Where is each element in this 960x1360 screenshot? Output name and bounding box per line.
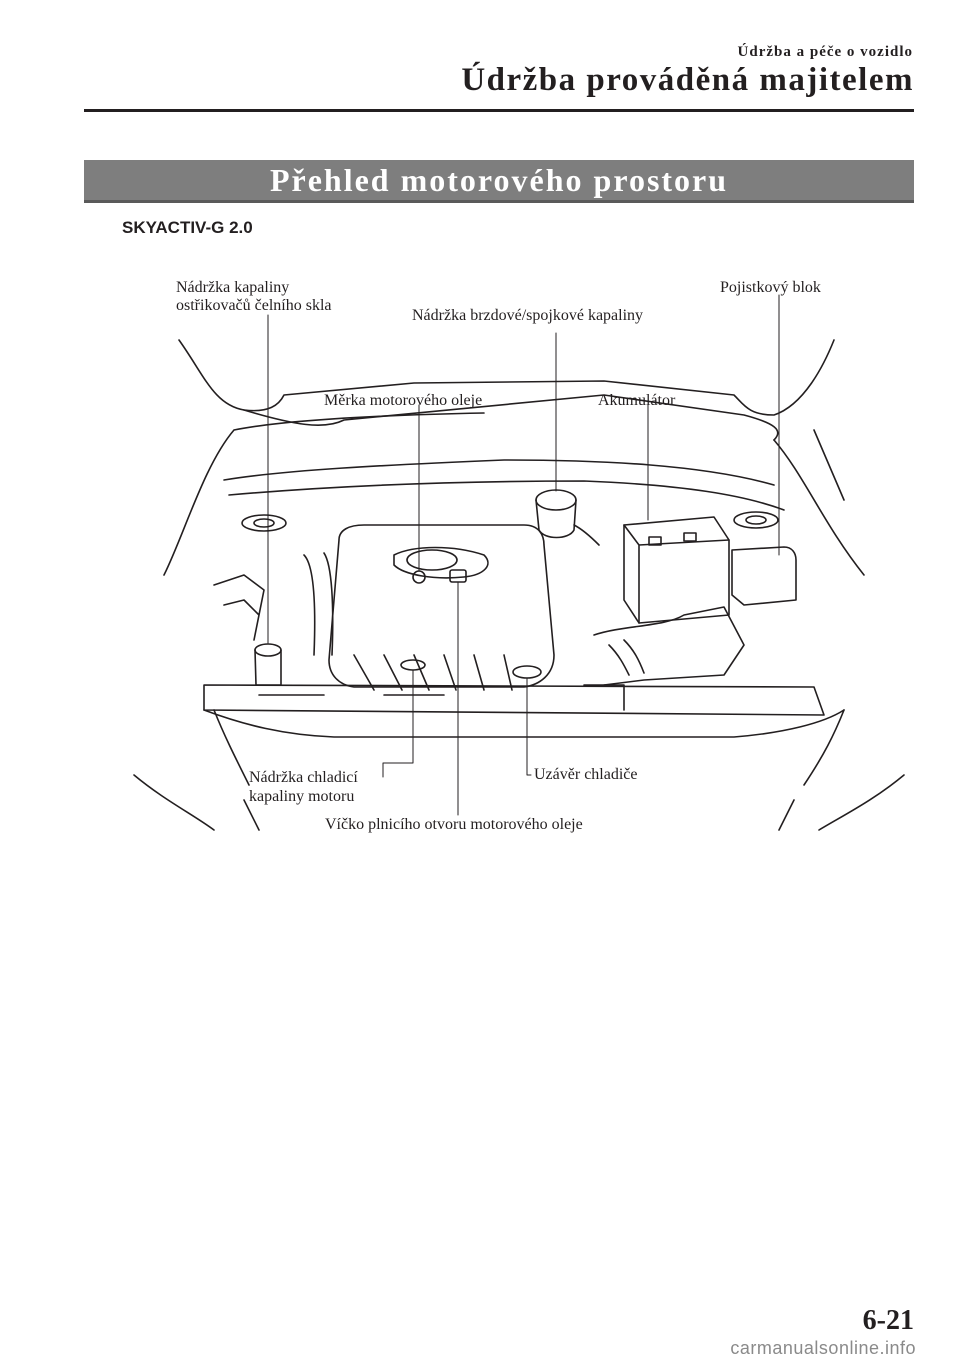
oil-filler-cap-marker (449, 569, 467, 583)
header-rule (84, 109, 914, 112)
label-fuse-block: Pojistkový blok (720, 279, 821, 296)
air-intake-duct (593, 606, 745, 686)
label-radiator-cap: Uzávěr chladiče (534, 766, 638, 783)
left-fender (163, 412, 485, 576)
section-title: Údržba prováděná majitelem (461, 62, 914, 98)
chapter-label: Údržba a péče o vozidlo (737, 44, 913, 60)
cowl-inner (228, 480, 785, 511)
brake-reservoir-cap (535, 489, 577, 511)
engine-compartment-illustration (133, 294, 905, 831)
right-strut-tower (733, 511, 779, 529)
label-oil-filler-cap: Víčko plnicího otvoru motorového oleje (325, 816, 583, 833)
label-washer-tank-2: ostřikovačů čelního skla (176, 297, 332, 314)
oil-dipstick-marker (412, 570, 426, 584)
left-strut-tower (241, 514, 287, 532)
radiator-cap-marker (512, 665, 542, 679)
label-oil-dipstick: Měrka motorového oleje (324, 392, 483, 409)
radiator-support (203, 684, 825, 716)
label-washer-tank-1: Nádržka kapaliny (176, 279, 290, 296)
coolant-reservoir-cap (254, 643, 282, 657)
leader-lines (267, 294, 780, 816)
right-fender (773, 429, 865, 576)
cowl (223, 459, 775, 486)
engine-variant: SKYACTIV-G 2.0 (122, 218, 253, 237)
front-bumper (203, 709, 845, 738)
page-title: Přehled motorového prostoru (269, 161, 729, 198)
page-number: 6-21 (862, 1305, 914, 1336)
label-battery: Akumulátor (598, 392, 676, 409)
label-coolant-tank-2: kapaliny motoru (249, 788, 355, 805)
fuse-block (731, 546, 797, 606)
engine-cover (328, 524, 555, 688)
label-brake-clutch-tank: Nádržka brzdové/spojkové kapaliny (412, 307, 644, 324)
hood-outline (178, 339, 835, 416)
watermark: carmanualsonline.info (730, 1338, 916, 1358)
page-title-bar: Přehled motorového prostoru (84, 160, 914, 203)
label-coolant-tank-1: Nádržka chladicí (249, 769, 358, 786)
hood-lower-edge (243, 394, 779, 441)
